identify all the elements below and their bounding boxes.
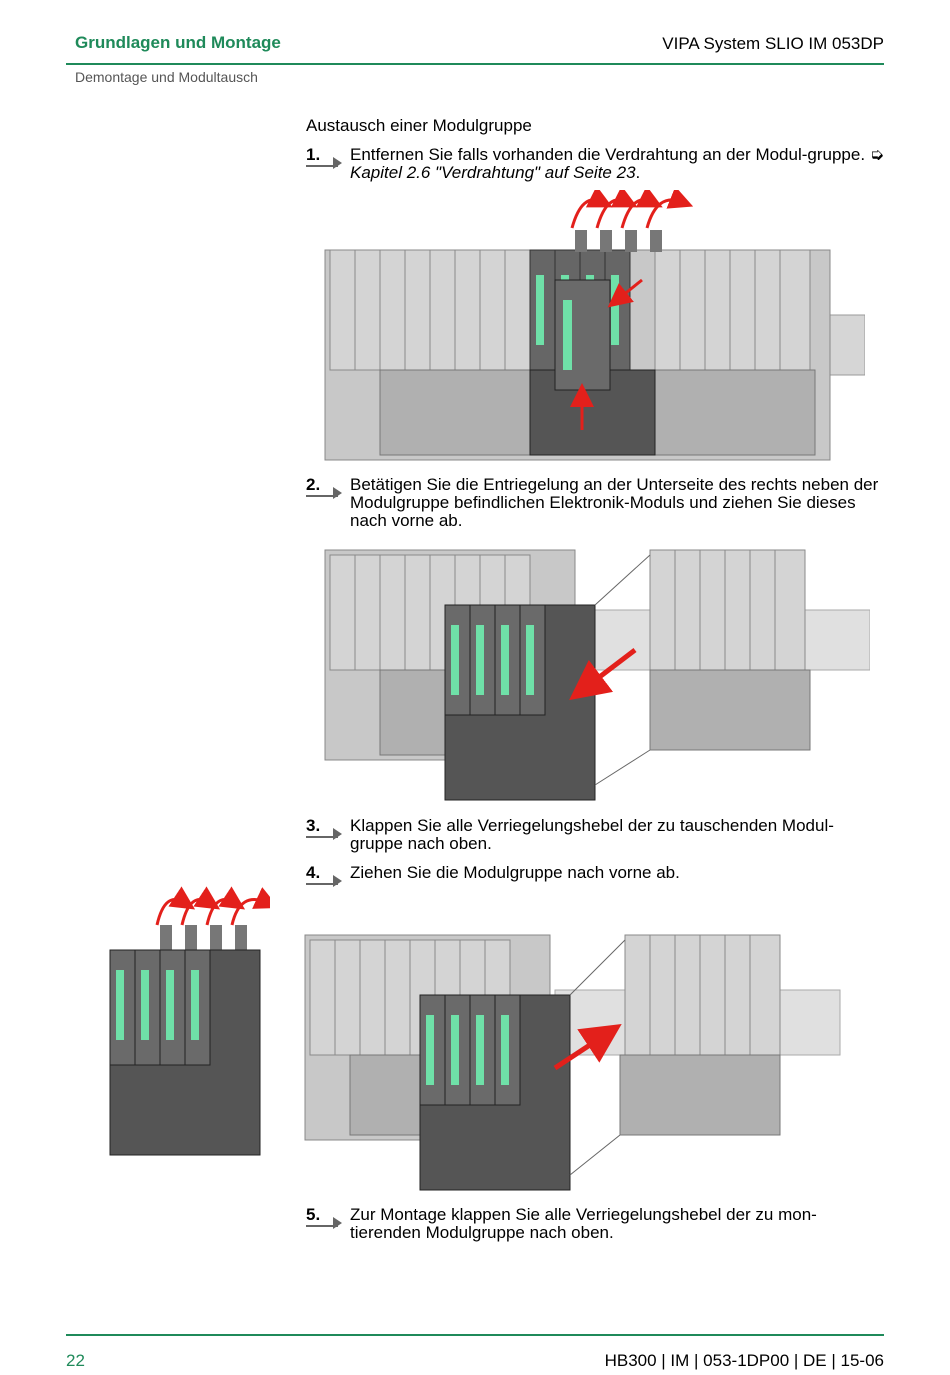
step-text: Klappen Sie alle Verriegelungshebel der … (350, 816, 834, 853)
step-text: Betätigen Sie die Entriegelung an der Un… (350, 475, 879, 530)
step-number: 3. (306, 816, 321, 835)
chapter-title: Grundlagen und Montage (75, 33, 281, 52)
step-number: 5. (306, 1205, 321, 1224)
link-arrow-icon: ➭ (869, 145, 885, 164)
section-title: Austausch einer Modulgruppe (306, 116, 532, 135)
page-number: 22 (66, 1351, 85, 1370)
step-number: 2. (306, 475, 321, 494)
step-1: 1. Entfernen Sie falls vorhanden die Ver… (306, 145, 885, 182)
figure-module-group-levers-up (109, 886, 270, 1156)
step-arrow-icon (306, 495, 338, 497)
product-title: VIPA System SLIO IM 053DP (662, 34, 884, 53)
cross-reference-link[interactable]: Kapitel 2.6 "Verdrahtung" auf Seite 23 (350, 163, 636, 182)
step-arrow-icon (306, 1225, 338, 1227)
figure-pull-electronics-module (324, 549, 870, 801)
step-number: 1. (306, 145, 321, 164)
step-2: 2. Betätigen Sie die Entriegelung an der… (306, 476, 886, 530)
step-5: 5. Zur Montage klappen Sie alle Verriege… (306, 1206, 886, 1242)
step-text: Ziehen Sie die Modulgruppe nach vorne ab… (350, 863, 680, 882)
header-divider (66, 63, 884, 65)
footer-divider (66, 1334, 884, 1336)
document-id: HB300 | IM | 053-1DP00 | DE | 15-06 (604, 1351, 884, 1370)
step-arrow-icon (306, 165, 338, 167)
step-arrow-icon (306, 836, 338, 838)
section-subtitle: Demontage und Modultausch (75, 69, 258, 85)
step-4: 4. Ziehen Sie die Modulgruppe nach vorne… (306, 863, 886, 887)
step-text: Zur Montage klappen Sie alle Verriegelun… (350, 1205, 817, 1242)
step-3: 3. Klappen Sie alle Verriegelungshebel d… (306, 817, 886, 853)
figure-remove-module-group (304, 934, 841, 1191)
step-arrow-icon (306, 883, 338, 885)
step-number: 4. (306, 863, 321, 882)
figure-remove-wiring (324, 190, 865, 461)
step-text: Entfernen Sie falls vorhanden die Verdra… (350, 145, 870, 164)
